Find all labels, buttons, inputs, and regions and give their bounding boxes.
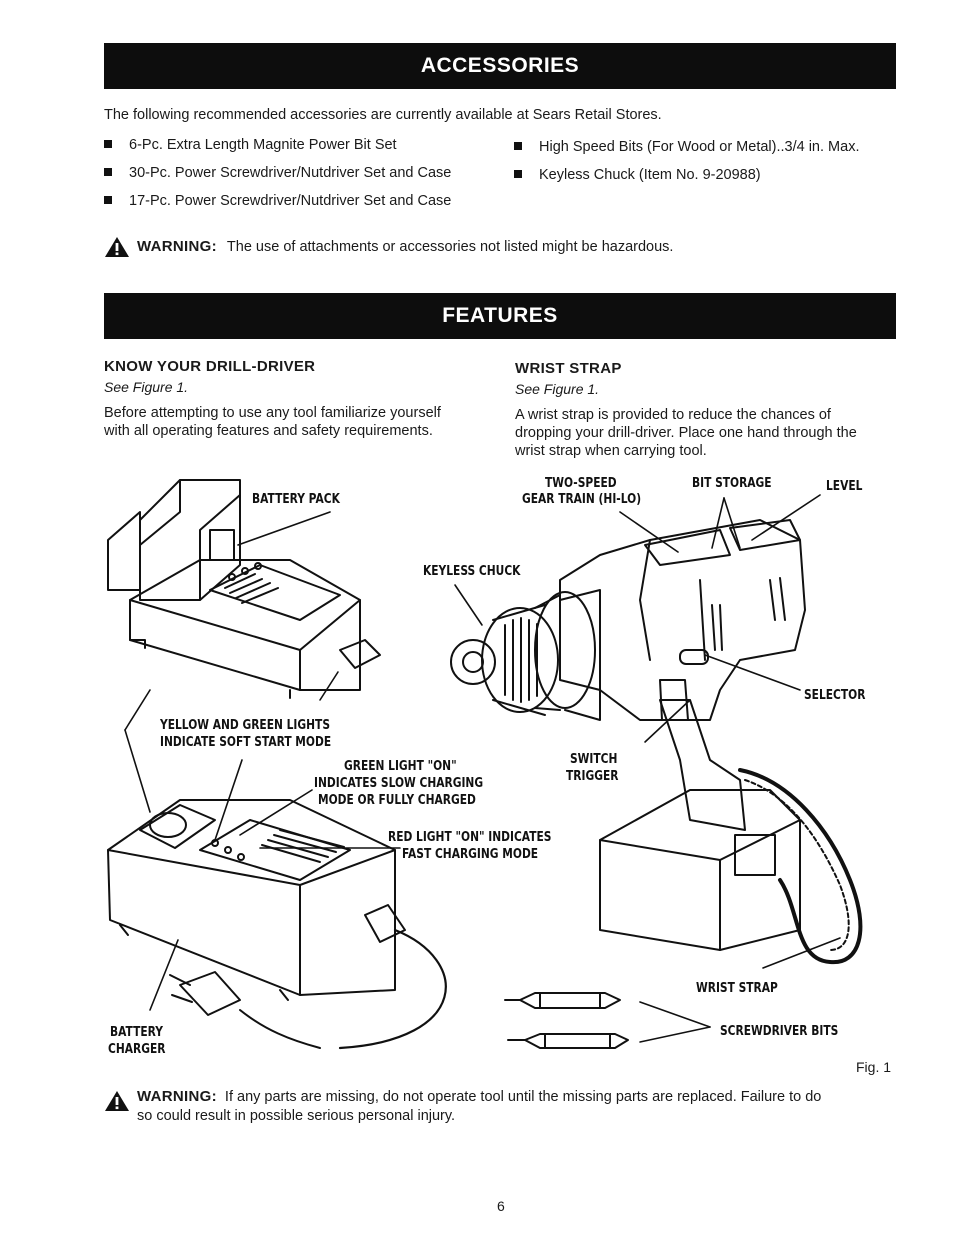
label-yellow-green-lights: YELLOW AND GREEN LIGHTS	[160, 718, 331, 733]
wrist-paragraph-line: wrist strap when carrying tool.	[515, 443, 707, 459]
accessory-item: Keyless Chuck (Item No. 9-20988)	[514, 166, 761, 184]
bullet-square-icon	[514, 170, 522, 178]
warning-label: WARNING:	[137, 1088, 217, 1105]
accessories-warning: WARNING: The use of attachments or acces…	[137, 238, 673, 256]
warning-text: The use of attachments or accessories no…	[226, 239, 674, 255]
accessory-item: 17-Pc. Power Screwdriver/Nutdriver Set a…	[104, 192, 451, 210]
label-slow-charging: INDICATES SLOW CHARGING	[314, 776, 484, 791]
wrist-see-figure: See Figure 1.	[515, 381, 600, 397]
label-charger: CHARGER	[108, 1042, 166, 1057]
wrist-paragraph-line: A wrist strap is provided to reduce the …	[515, 407, 831, 423]
label-gear-train: GEAR TRAIN (HI-LO)	[522, 492, 642, 507]
know-see-figure: See Figure 1.	[104, 379, 189, 395]
label-bit-storage: BIT STORAGE	[692, 476, 772, 491]
know-paragraph-line: Before attempting to use any tool famili…	[104, 405, 441, 421]
accessories-intro: The following recommended accessories ar…	[104, 107, 662, 123]
figure-caption: Fig. 1	[856, 1059, 892, 1075]
accessory-item: 6-Pc. Extra Length Magnite Power Bit Set	[104, 136, 397, 154]
label-wrist-strap: WRIST STRAP	[696, 981, 778, 996]
label-green-light-on: GREEN LIGHT "ON"	[344, 759, 457, 774]
bottom-warning-line: WARNING: If any parts are missing, do no…	[137, 1088, 821, 1106]
bullet-square-icon	[104, 140, 112, 148]
page-number: 6	[497, 1198, 505, 1214]
label-red-light-on: RED LIGHT "ON" INDICATES	[388, 830, 552, 845]
bullet-square-icon	[104, 196, 112, 204]
label-fully-charged: MODE OR FULLY CHARGED	[318, 793, 476, 808]
wrist-heading: WRIST STRAP	[515, 360, 622, 377]
label-level: LEVEL	[826, 479, 863, 494]
warning-triangle-icon	[105, 237, 129, 257]
label-soft-start-mode: INDICATE SOFT START MODE	[160, 735, 332, 750]
know-paragraph-line: with all operating features and safety r…	[104, 423, 433, 439]
warning-label: WARNING:	[137, 238, 217, 255]
label-two-speed: TWO-SPEED	[545, 476, 617, 491]
accessory-item: 30-Pc. Power Screwdriver/Nutdriver Set a…	[104, 164, 451, 182]
label-battery-pack: BATTERY PACK	[252, 492, 340, 507]
screwdriver-bits-drawing	[504, 992, 629, 1049]
label-trigger: TRIGGER	[566, 769, 619, 784]
bullet-square-icon	[104, 168, 112, 176]
bottom-warning-line: so could result in possible serious pers…	[137, 1108, 456, 1124]
label-selector: SELECTOR	[804, 688, 866, 703]
label-battery: BATTERY	[110, 1025, 163, 1040]
warning-triangle-icon	[105, 1091, 129, 1111]
charger-drawing	[107, 799, 447, 1050]
know-heading: KNOW YOUR DRILL-DRIVER	[104, 358, 316, 375]
accessory-item: High Speed Bits (For Wood or Metal)..3/4…	[514, 138, 859, 156]
drill-drawing	[450, 519, 863, 965]
wrist-paragraph-line: dropping your drill-driver. Place one ha…	[515, 425, 857, 441]
accessories-banner: ACCESSORIES	[104, 43, 896, 89]
label-keyless-chuck: KEYLESS CHUCK	[423, 564, 521, 579]
label-fast-charging: FAST CHARGING MODE	[402, 847, 539, 862]
features-banner: FEATURES	[104, 293, 896, 339]
label-switch: SWITCH	[570, 752, 618, 767]
charger-top-drawing	[129, 559, 381, 699]
label-screwdriver-bits: SCREWDRIVER BITS	[720, 1024, 839, 1039]
warning-text: If any parts are missing, do not operate…	[224, 1089, 822, 1105]
battery-pack-drawing	[107, 479, 241, 601]
bullet-square-icon	[514, 142, 522, 150]
